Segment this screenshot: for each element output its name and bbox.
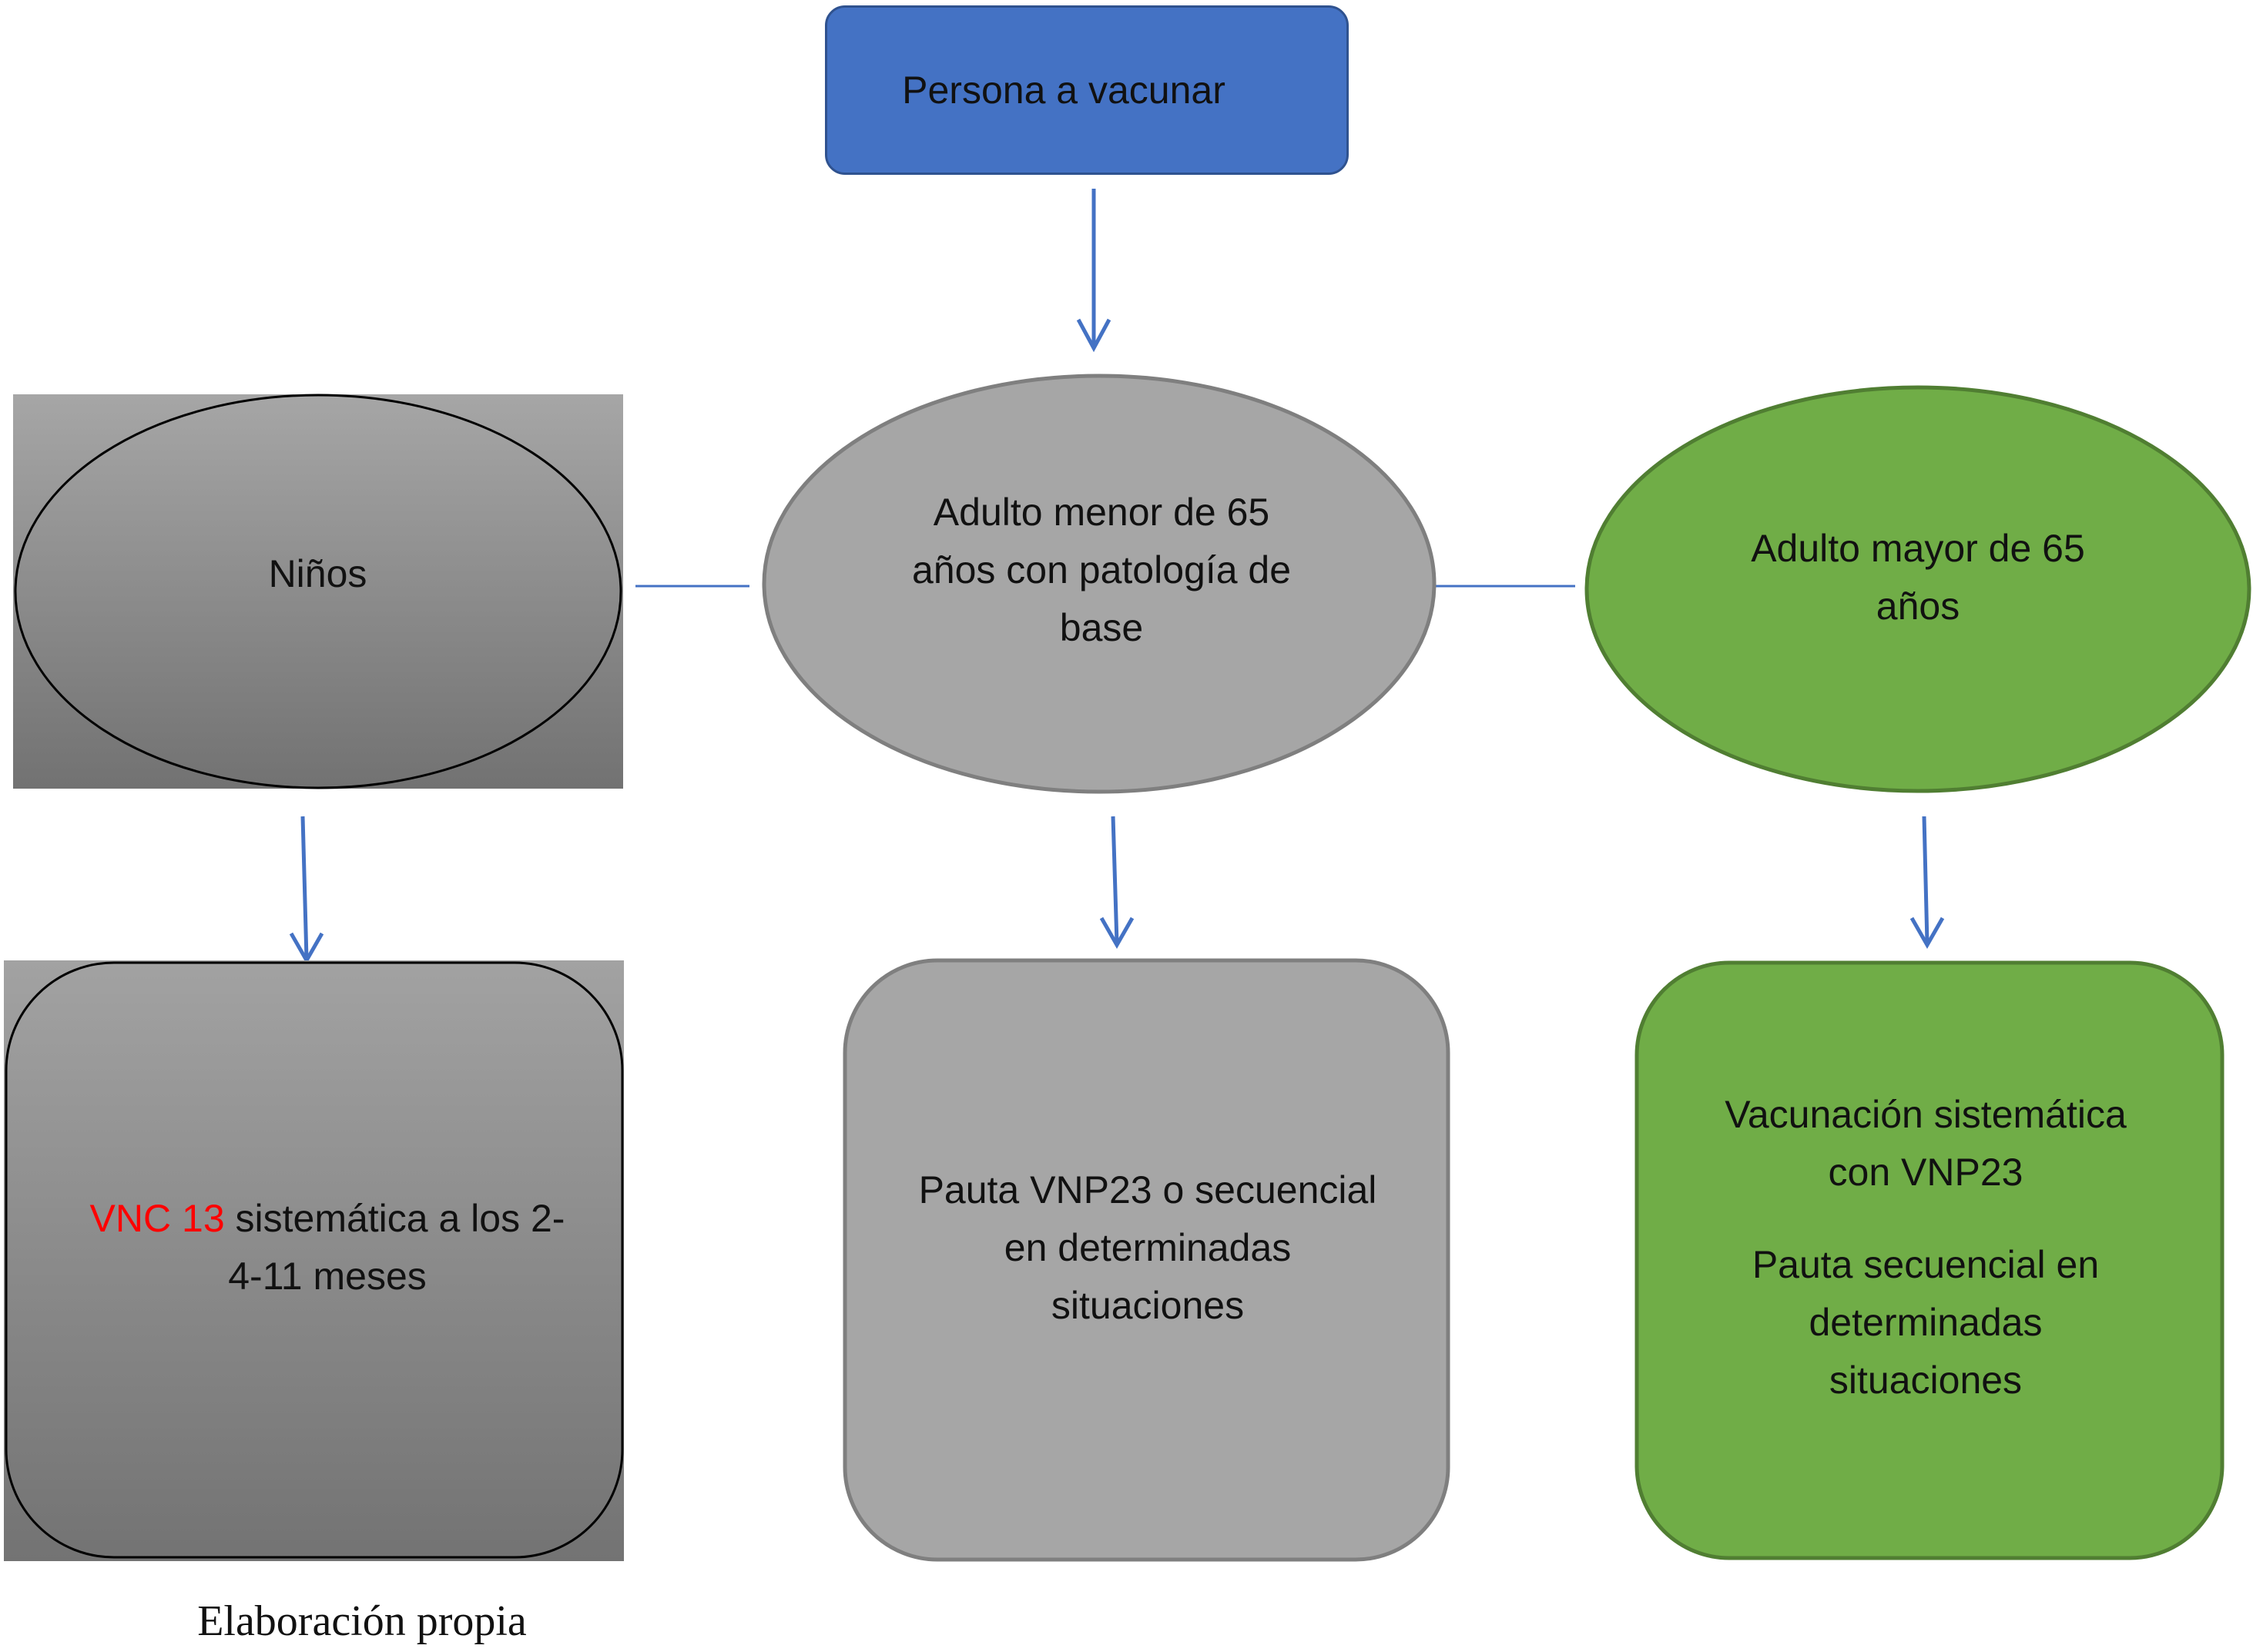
vaccine-highlight: VNC 13 (89, 1197, 225, 1240)
start-node (825, 5, 1349, 175)
adult-over-65-result-p1-line-1: Vacunación sistemática (1725, 1093, 2127, 1136)
adult-over-65-result-node (1634, 960, 2225, 1560)
adult-under-65-label-line-3: base (1059, 605, 1144, 649)
arrow-adult-under-to-result (1099, 816, 1135, 950)
children-node-background (13, 394, 623, 789)
children-result-node (5, 961, 624, 1559)
adult-under-65-result-line-2: en determinadas (1004, 1225, 1292, 1269)
adult-over-65-result-p2-line-3: situaciones (1829, 1359, 2023, 1402)
adult-under-65-result-line-1: Pauta VNP23 o secuencial (918, 1168, 1377, 1211)
children-result-label: VNC 13 sistemática a los 2- 4-11 meses (23, 1155, 632, 1340)
adult-under-65-result-line-3: situaciones (1051, 1283, 1245, 1327)
children-node (14, 394, 622, 789)
start-label-text: Persona a vacunar (902, 68, 1225, 112)
adult-under-65-result-node (843, 958, 1450, 1562)
adult-under-65-label-line-1: Adulto menor de 65 (933, 490, 1270, 534)
children-result-line-1: VNC 13 sistemática a los 2- (90, 1190, 565, 1248)
adult-over-65-label: Adulto mayor de 65 años (1594, 478, 2241, 678)
children-result-background (4, 960, 624, 1561)
adult-over-65-node (1584, 385, 2251, 793)
adult-under-65-label-line-2: años con patología de (911, 548, 1292, 591)
adult-over-65-label-line-1: Adulto mayor de 65 (1751, 527, 2085, 570)
arrow-start-to-adult-under (1076, 189, 1111, 353)
children-result-line-2: 4-11 meses (228, 1255, 427, 1298)
children-node-label: Niños (15, 431, 620, 716)
adult-under-65-node (762, 374, 1437, 794)
adult-over-65-result-label: Vacunación sistemática con VNP23 Pauta s… (1648, 1063, 2203, 1433)
adult-under-65-result-label: Pauta VNP23 o secuencial en determinadas… (847, 1124, 1448, 1371)
adult-over-65-label-line-2: años (1876, 585, 1960, 628)
adult-over-65-result-p2-line-1: Pauta secuencial en (1752, 1243, 2100, 1286)
figure-caption: Elaboración propia (197, 1597, 527, 1645)
adult-over-65-result-paragraph-1: Vacunación sistemática con VNP23 (1725, 1086, 2127, 1201)
adult-under-65-label: Adulto menor de 65 años con patología de… (793, 454, 1410, 685)
arrow-adult-over-to-result (1909, 816, 1945, 950)
start-node-label: Persona a vacunar (825, 5, 1303, 175)
arrow-children-to-result (289, 816, 324, 965)
children-result-line-1-rest: sistemática a los 2- (224, 1197, 565, 1240)
adult-over-65-result-p2-line-2: determinadas (1809, 1301, 2043, 1344)
adult-over-65-result-p1-line-2: con VNP23 (1828, 1151, 2023, 1194)
adult-over-65-result-paragraph-2: Pauta secuencial en determinadas situaci… (1752, 1236, 2099, 1409)
children-label-line: Niños (268, 551, 367, 595)
